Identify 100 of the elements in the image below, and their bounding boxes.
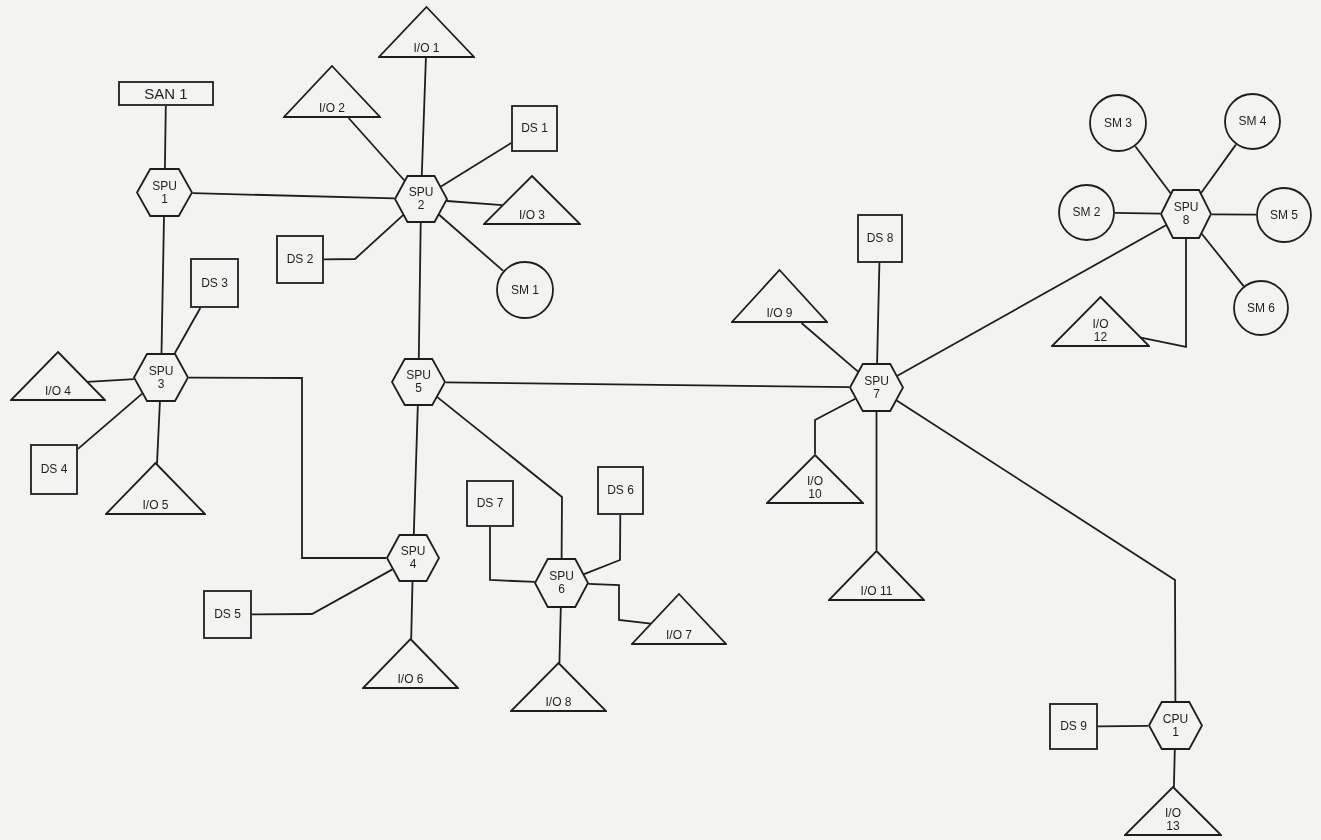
node-label: SM 5 [1270, 208, 1298, 222]
circle-node [496, 261, 554, 319]
connector-line [347, 117, 406, 182]
node-label: I/O 11 [860, 585, 893, 598]
rectangle-node [466, 480, 514, 527]
triangle-node [1124, 786, 1222, 836]
connector-line [420, 57, 427, 176]
hexagon-node [386, 534, 440, 582]
connector-line [800, 322, 859, 373]
hexagon-node [1148, 701, 1203, 750]
connector-line [1140, 238, 1187, 349]
connector-line [1200, 143, 1237, 194]
connector-line [156, 401, 161, 465]
node-label: SPU 2 [407, 186, 435, 212]
node-label: I/O 1 [413, 42, 440, 55]
triangle-node [510, 662, 607, 712]
hexagon-node [133, 353, 189, 402]
rectangle-node [118, 81, 214, 106]
triangle-node [828, 550, 925, 601]
hexagon-node [849, 363, 904, 412]
node-label: SPU 7 [863, 374, 890, 401]
circle-node [1233, 280, 1289, 336]
node-label: I/O 3 [519, 209, 545, 222]
hexagon-node [1160, 189, 1212, 239]
connector-line [160, 216, 165, 354]
circle-node [1224, 93, 1281, 150]
connector-line [412, 405, 419, 535]
node-label: DS 3 [201, 276, 228, 290]
rectangle-node [190, 258, 239, 308]
rectangle-node [597, 466, 644, 515]
node-label: DS 7 [476, 497, 504, 510]
connector-line [814, 397, 857, 455]
node-label: I/O 2 [319, 102, 345, 115]
connector-line [875, 411, 878, 551]
connector-line [86, 378, 135, 383]
node-label: SAN 1 [144, 87, 188, 100]
connector-line [1211, 213, 1257, 216]
connector-line [417, 222, 422, 359]
circle-node [1058, 184, 1115, 241]
rectangle-node [30, 444, 78, 495]
triangle-node [378, 6, 475, 58]
node-label: SPU 3 [147, 364, 175, 391]
connector-line [164, 105, 167, 169]
triangle-node [10, 351, 106, 401]
triangle-node [362, 638, 459, 689]
triangle-node [283, 65, 381, 118]
connector-line [558, 607, 562, 664]
node-label: DS 8 [866, 232, 894, 245]
connector-line [251, 568, 394, 616]
connector-line [1173, 749, 1176, 788]
node-label: DS 5 [214, 608, 241, 621]
connector-line [440, 142, 512, 188]
hexagon-node [394, 175, 448, 223]
connector-line [444, 381, 851, 389]
connector-line [1114, 212, 1162, 215]
connector-line [489, 526, 536, 583]
node-label: SPU 8 [1172, 201, 1200, 227]
node-label: SPU 1 [151, 179, 178, 206]
node-label: SM 1 [511, 283, 539, 297]
hexagon-node [136, 168, 193, 217]
triangle-node [631, 593, 727, 645]
connector-line [77, 392, 144, 450]
node-label: SPU 5 [405, 369, 432, 395]
rectangle-node [276, 235, 324, 284]
node-label: DS 6 [607, 484, 634, 497]
connector-line [436, 396, 563, 559]
connector-line [587, 583, 652, 625]
triangle-node [731, 269, 828, 323]
node-label: SPU 4 [399, 545, 427, 571]
hexagon-node [391, 358, 446, 406]
node-label: CPU 1 [1161, 712, 1190, 739]
connector-line [438, 213, 505, 272]
connector-line [446, 200, 504, 207]
connector-line [583, 514, 622, 575]
connector-line [323, 214, 404, 261]
node-label: I/O 13 [1164, 807, 1182, 833]
connector-line [1200, 232, 1245, 287]
rectangle-node [511, 105, 558, 152]
connector-line [188, 376, 387, 559]
connector-line [191, 192, 396, 200]
node-label: I/O 12 [1091, 318, 1110, 344]
node-label: I/O 7 [666, 629, 692, 642]
node-label: I/O 4 [45, 385, 71, 398]
node-label: SM 3 [1104, 116, 1132, 130]
node-label: I/O 6 [397, 673, 424, 686]
triangle-node [105, 462, 206, 515]
node-label: I/O 9 [766, 307, 793, 320]
node-label: SM 2 [1072, 206, 1101, 219]
triangle-node [766, 454, 864, 504]
node-label: SM 4 [1238, 115, 1267, 128]
node-label: SM 6 [1247, 301, 1275, 315]
node-label: I/O 10 [806, 475, 824, 501]
node-label: DS 1 [521, 122, 548, 135]
connector-line [174, 307, 202, 354]
connector-line [1097, 724, 1150, 728]
connector-line [876, 262, 881, 364]
triangle-node [1051, 296, 1150, 347]
node-label: I/O 5 [142, 499, 169, 512]
rectangle-node [857, 214, 903, 263]
connector-line [410, 581, 414, 640]
